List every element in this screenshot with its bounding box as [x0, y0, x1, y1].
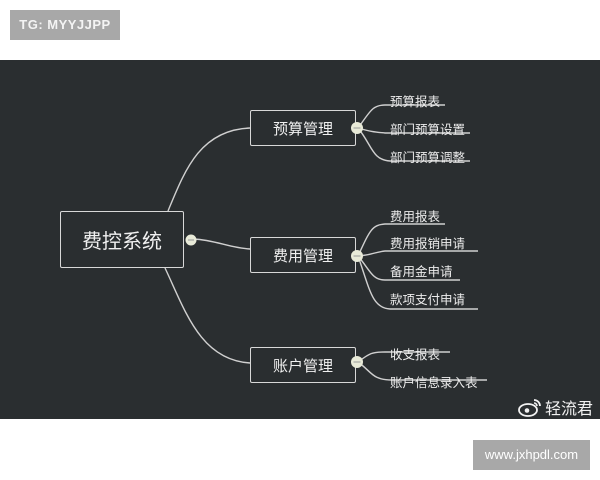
root-collapse-knob-icon[interactable]	[184, 233, 198, 247]
root-label: 费控系统	[82, 229, 162, 253]
weibo-label: 轻流君	[545, 399, 594, 418]
branch-node-budget[interactable]: 预算管理	[250, 110, 356, 146]
branch-label: 费用管理	[272, 246, 333, 265]
branch-label: 账户管理	[272, 356, 333, 375]
leaf-node[interactable]: 部门预算调整	[390, 150, 466, 165]
leaf-node[interactable]: 款项支付申请	[390, 292, 466, 307]
mindmap-board: 费控系统 预算管理 费用管理 账户管理 预算报表 部门预算设置 部门预算调整 费…	[0, 60, 600, 419]
branch-node-account[interactable]: 账户管理	[250, 347, 356, 383]
root-node[interactable]: 费控系统	[60, 211, 184, 268]
leaf-node[interactable]: 账户信息录入表	[390, 375, 478, 390]
branch-label: 预算管理	[272, 119, 333, 138]
leaf-node[interactable]: 部门预算设置	[390, 122, 466, 137]
leaf-node[interactable]: 费用报销申请	[390, 236, 466, 251]
leaf-node[interactable]: 备用金申请	[390, 264, 453, 279]
bottom-watermark-tag: www.jxhpdl.com	[473, 440, 590, 470]
branch-node-expense[interactable]: 费用管理	[250, 237, 356, 273]
leaf-node[interactable]: 预算报表	[390, 94, 441, 109]
top-watermark-tag: TG: MYYJJPP	[10, 10, 120, 40]
weibo-icon	[518, 399, 541, 417]
weibo-watermark: 轻流君	[518, 395, 593, 419]
leaf-node[interactable]: 收支报表	[390, 347, 441, 362]
leaf-node[interactable]: 费用报表	[390, 209, 441, 224]
collapse-knob-icon[interactable]	[350, 121, 364, 135]
collapse-knob-icon[interactable]	[350, 355, 364, 369]
collapse-knob-icon[interactable]	[350, 249, 364, 263]
